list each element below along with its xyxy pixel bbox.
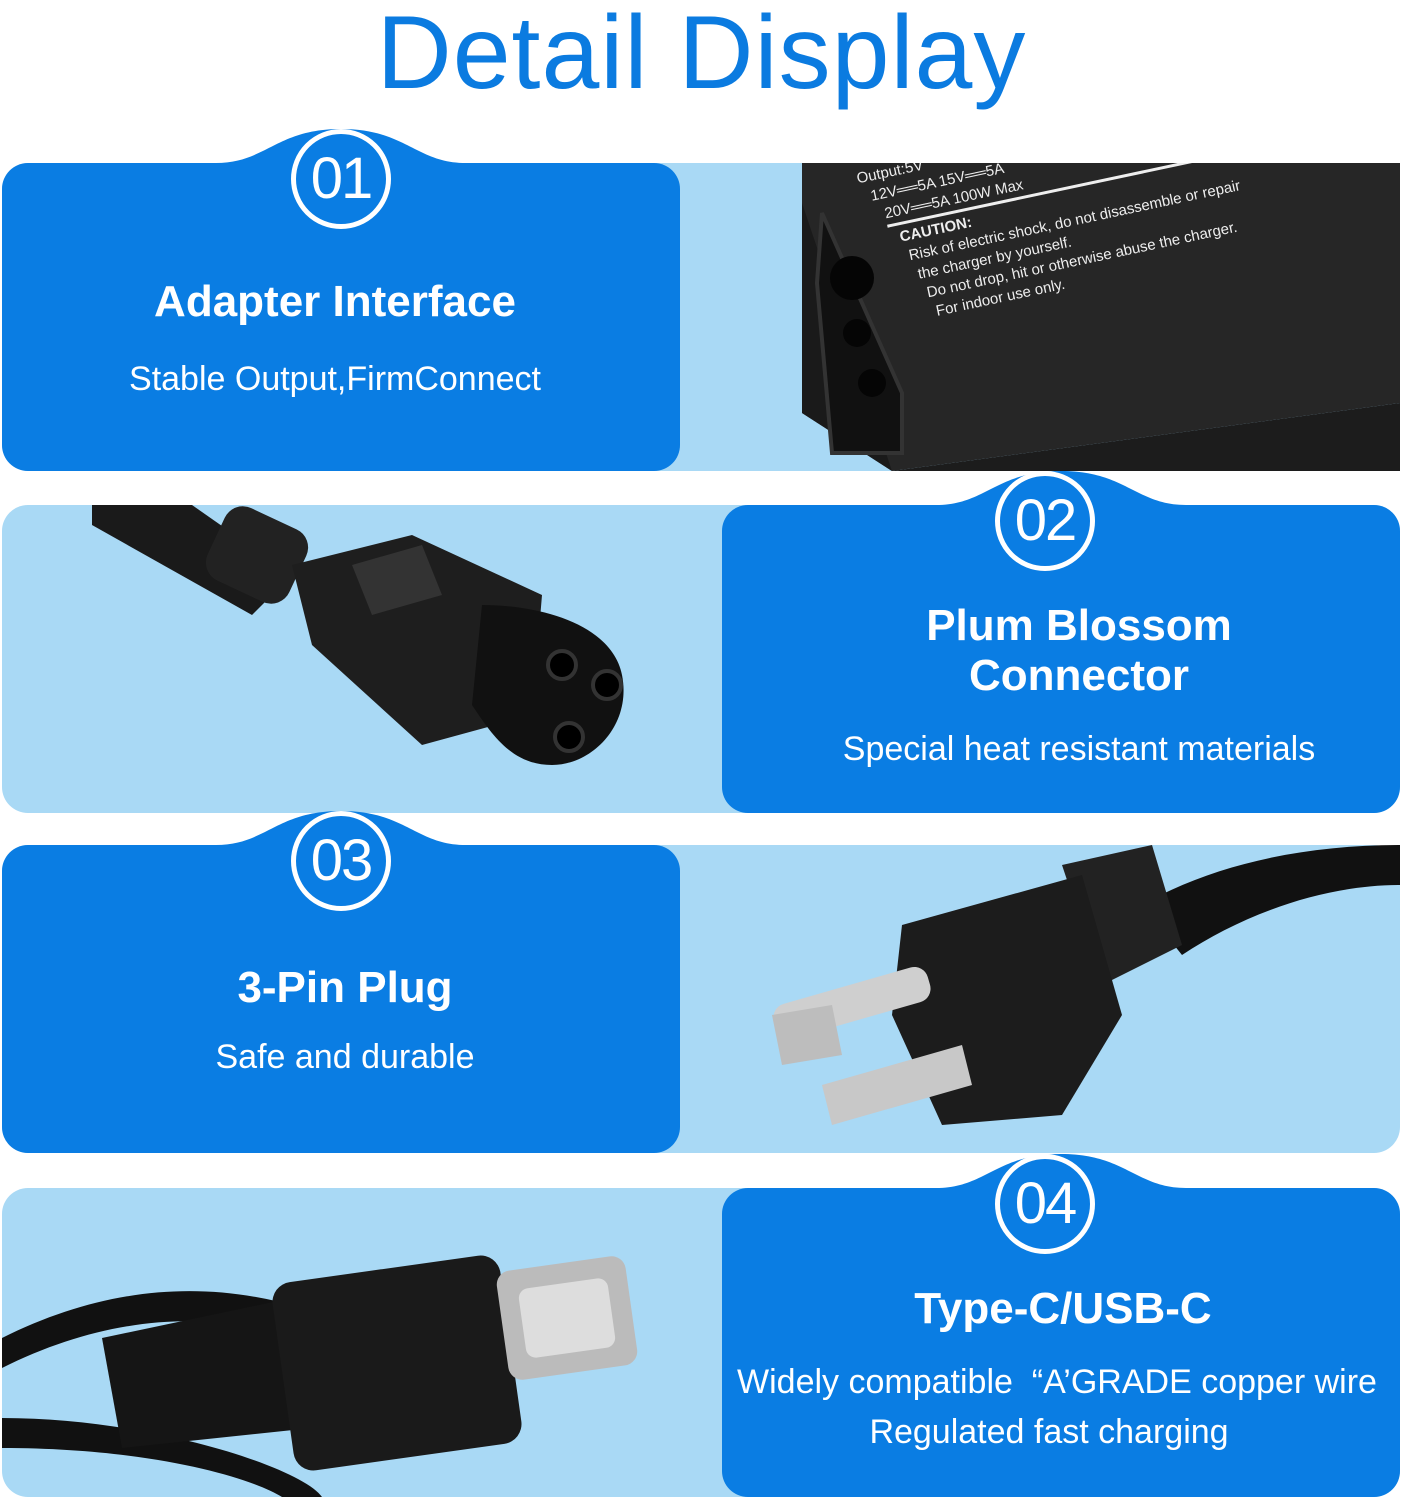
section-plum-blossom-connector: 02 Plum Blossom Connector Special heat r…: [2, 471, 1400, 813]
section-subtitle: Stable Output,FirmConnect: [129, 360, 541, 398]
feature-card: 03 3-Pin Plug Safe and durable: [2, 811, 680, 1153]
adapter-photo: Output:5V 12V══5A 15V══5A 20V══5A 100W M…: [802, 163, 1400, 471]
section-heading: 3-Pin Plug: [237, 963, 453, 1012]
section-heading: Adapter Interface: [154, 277, 516, 326]
section-subtitle: Special heat resistant materials: [842, 730, 1316, 768]
section-heading-line2: Connector: [969, 651, 1189, 700]
section-subtitle: Safe and durable: [215, 1038, 475, 1076]
section-number: 02: [995, 471, 1095, 571]
section-heading: Type-C/USB-C: [914, 1284, 1212, 1333]
section-number: 03: [291, 811, 391, 911]
cloverleaf-connector-photo: [92, 505, 624, 765]
section-heading-line1: Plum Blossom: [926, 601, 1232, 650]
feature-card: 02 Plum Blossom Connector Special heat r…: [722, 471, 1400, 813]
section-adapter-interface: 01 Adapter Interface Stable Output,FirmC…: [2, 129, 1400, 471]
section-subtitle-line1: Widely compatible “A’GRADE copper wire: [737, 1363, 1377, 1401]
usb-c-photo: [2, 1255, 638, 1497]
feature-card: 04 Type-C/USB-C Widely compatible “A’GRA…: [722, 1154, 1400, 1497]
feature-card: 01 Adapter Interface Stable Output,FirmC…: [2, 129, 680, 471]
section-subtitle-line2: Regulated fast charging: [869, 1413, 1229, 1451]
section-type-c: 04 Type-C/USB-C Widely compatible “A’GRA…: [2, 1154, 1400, 1497]
page-title: Detail Display: [376, 0, 1027, 111]
section-number: 04: [995, 1154, 1095, 1254]
section-number: 01: [291, 129, 391, 229]
us-plug-photo: [772, 845, 1400, 1125]
section-3-pin-plug: 03 3-Pin Plug Safe and durable: [2, 811, 1400, 1153]
